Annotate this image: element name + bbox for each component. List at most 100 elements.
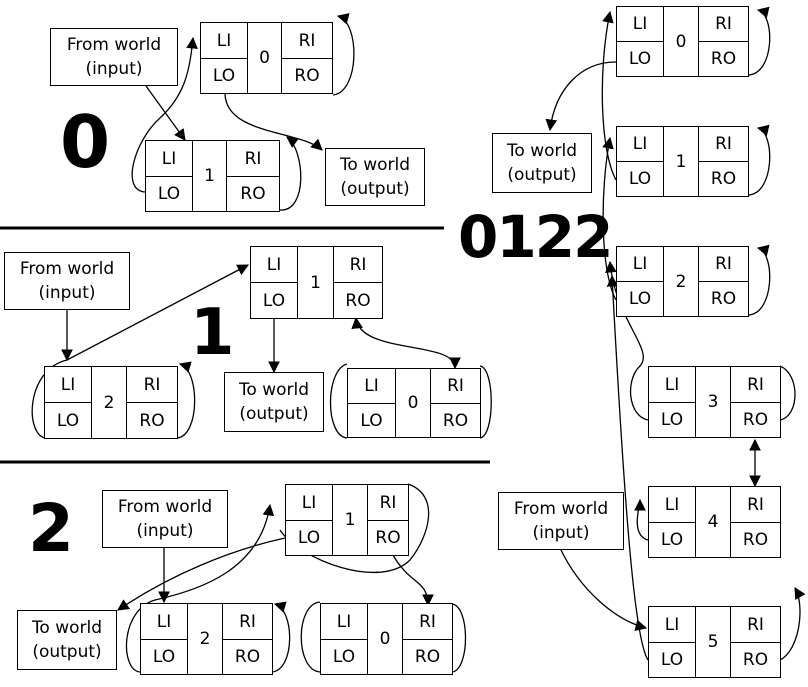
ri-cell: RI xyxy=(281,23,332,59)
ro-cell: RO xyxy=(730,523,780,557)
wire-ro-to-ri-loop xyxy=(747,6,771,76)
lo-cell: LO xyxy=(251,283,298,318)
li-cell: LI xyxy=(649,487,696,523)
node-id: 0 xyxy=(407,393,419,413)
node-id: 0 xyxy=(675,31,687,52)
node-id: 3 xyxy=(707,392,719,412)
wire-ro-to-ri-loop xyxy=(747,244,771,316)
li-cell: LI xyxy=(251,247,298,283)
wire-ro-to-ri-loop xyxy=(747,124,771,196)
ri-cell: RI xyxy=(730,487,780,523)
ri-cell: RI xyxy=(402,604,452,640)
node-2: LI LO 2 RI RO xyxy=(140,603,273,675)
node-0: LI LO 0 RI RO xyxy=(347,368,481,438)
output-label: (output) xyxy=(32,642,102,662)
wire-lo-to-li xyxy=(606,274,649,661)
lo-cell: LO xyxy=(617,282,664,316)
node-id: 1 xyxy=(675,151,687,172)
from-world-label: From world xyxy=(117,497,213,517)
li-cell: LI xyxy=(649,367,696,403)
panel-label-0122: 0122 xyxy=(458,203,613,271)
ri-cell: RI xyxy=(333,247,382,283)
lo-cell: LO xyxy=(141,640,188,674)
node-id: 4 xyxy=(707,512,719,532)
input-label: (input) xyxy=(85,59,143,79)
ro-cell: RO xyxy=(281,59,332,93)
ri-cell: RI xyxy=(730,607,780,643)
li-cell: LI xyxy=(649,607,696,643)
wire-lo-to-li xyxy=(602,136,617,301)
wire-lo-loop xyxy=(300,601,321,673)
panel-label-0: 0 xyxy=(60,100,111,184)
wire-input-to-li xyxy=(559,547,648,632)
to-world-box: To world (output) xyxy=(17,610,117,670)
li-cell: LI xyxy=(321,604,368,640)
to-world-label: To world xyxy=(31,618,103,638)
ro-cell: RO xyxy=(730,403,780,437)
ro-cell: RO xyxy=(226,177,279,211)
node-4: LI LO 4 RI RO xyxy=(648,486,781,558)
ro-cell: RO xyxy=(222,640,272,674)
lo-cell: LO xyxy=(649,523,696,557)
node-id: 2 xyxy=(103,392,115,413)
to-world-box: To world (output) xyxy=(492,133,592,193)
li-cell: LI xyxy=(141,604,188,640)
ri-cell: RI xyxy=(730,367,780,403)
wire-ro-to-ri xyxy=(392,554,434,607)
ro-cell: RO xyxy=(402,640,452,674)
node-id: 0 xyxy=(379,629,391,649)
from-world-label: From world xyxy=(19,259,115,279)
lo-cell: LO xyxy=(617,42,664,76)
node-1: LI LO 1 RI RO xyxy=(145,140,280,212)
ri-cell: RI xyxy=(226,141,279,177)
li-cell: LI xyxy=(617,127,664,162)
to-world-box: To world (output) xyxy=(325,148,425,206)
wire-lo-to-li xyxy=(131,36,198,193)
wire-ro-loop xyxy=(779,365,796,421)
ro-cell: RO xyxy=(126,403,177,438)
input-label: (input) xyxy=(136,521,194,541)
panel-label-2: 2 xyxy=(28,490,74,567)
wire-lo-to-li xyxy=(31,264,250,439)
output-label: (output) xyxy=(239,404,309,424)
to-world-label: To world xyxy=(238,380,310,400)
wire-lo-to-output xyxy=(117,537,286,611)
li-cell: LI xyxy=(201,23,248,59)
lo-cell: LO xyxy=(45,403,92,438)
node-1: LI LO 1 RI RO xyxy=(285,484,409,556)
ro-cell: RO xyxy=(730,643,780,677)
output-label: (output) xyxy=(340,179,410,199)
li-cell: LI xyxy=(286,485,333,521)
from-world-label: From world xyxy=(513,499,609,519)
node-id: 5 xyxy=(707,632,719,652)
node-3: LI LO 3 RI RO xyxy=(648,366,781,438)
li-cell: LI xyxy=(45,367,92,403)
lo-cell: LO xyxy=(201,59,248,93)
wire-ro-loop xyxy=(451,603,467,673)
lo-cell: LO xyxy=(321,640,368,674)
to-world-label: To world xyxy=(339,155,411,175)
li-cell: LI xyxy=(617,7,664,42)
wire-ro-to-ri-loop xyxy=(332,13,355,96)
node-id: 1 xyxy=(204,166,215,186)
ro-cell: RO xyxy=(698,42,748,76)
lo-cell: LO xyxy=(649,403,696,437)
to-world-box: To world (output) xyxy=(224,372,324,432)
node-id: 2 xyxy=(199,629,211,649)
lo-cell: LO xyxy=(146,177,193,211)
wire-lo-to-li xyxy=(634,498,649,541)
input-label: (input) xyxy=(38,283,96,303)
node-id: 2 xyxy=(675,271,687,292)
output-label: (output) xyxy=(507,165,577,185)
wire-ro-loop xyxy=(479,365,492,439)
wire-ro-to-ri-loop xyxy=(271,601,291,673)
node-1: LI LO 1 RI RO xyxy=(616,126,749,197)
from-world-box: From world (input) xyxy=(50,28,178,86)
node-0: LI LO 0 RI RO xyxy=(616,6,749,77)
node-1: LI LO 1 RI RO xyxy=(250,246,383,319)
node-id: 1 xyxy=(344,510,356,530)
li-cell: LI xyxy=(348,369,396,404)
ri-cell: RI xyxy=(126,367,177,403)
lo-cell: LO xyxy=(286,521,333,555)
